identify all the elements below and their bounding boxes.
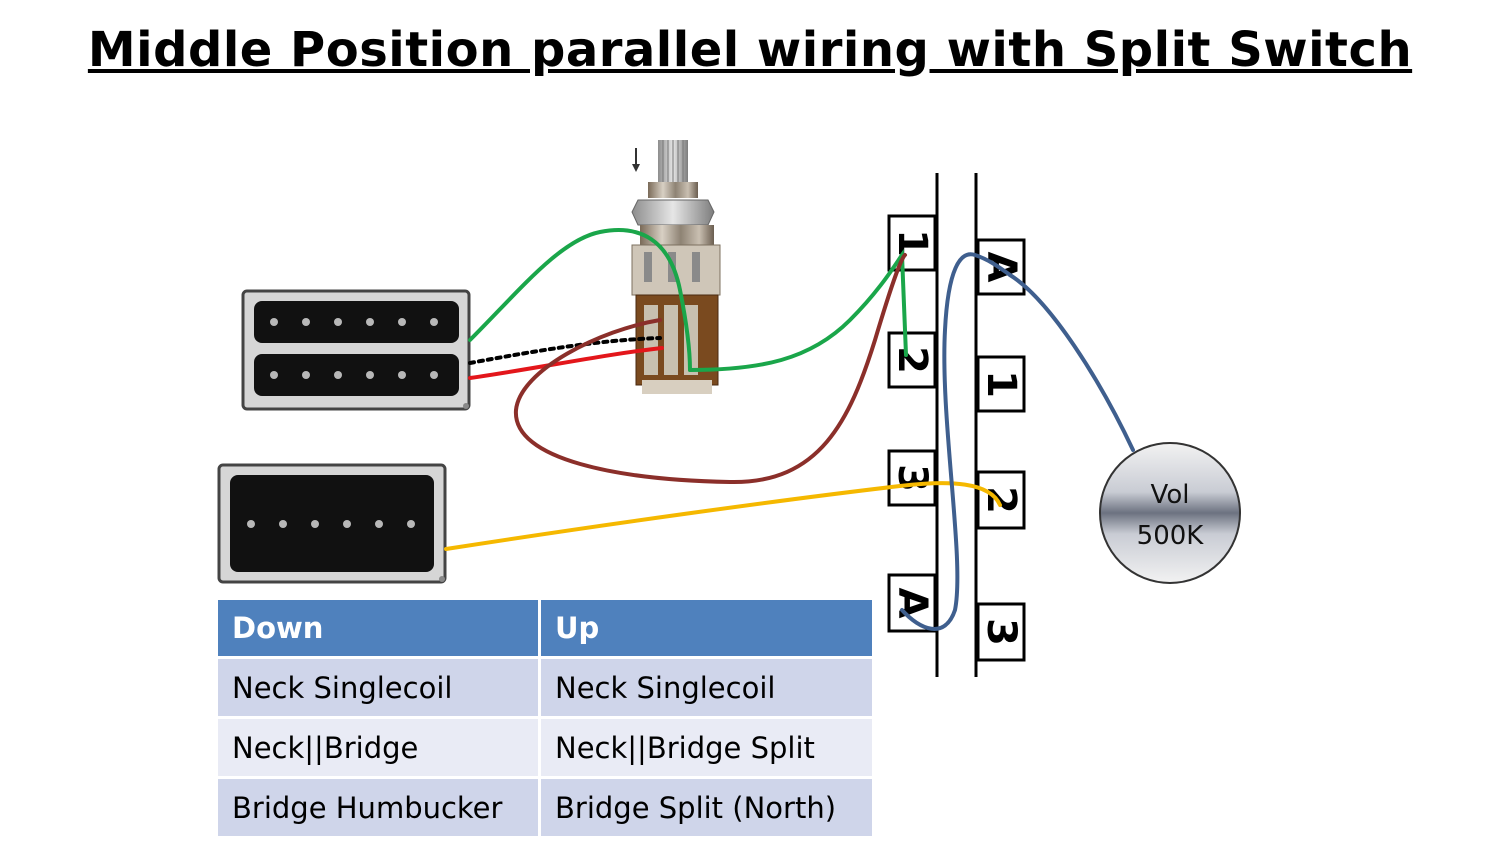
wire-green-switch [688,248,908,372]
table-cell: Bridge Humbucker [218,779,541,839]
switch-left-label-a: A [889,588,935,619]
singlecoil-pickup [217,463,447,584]
switch-terminals-left [887,214,937,633]
wire-red [468,346,664,380]
table-cell: Neck||Bridge Split [541,719,872,779]
table-cell: Neck Singlecoil [541,659,872,719]
page-title: Middle Position parallel wiring with Spl… [87,22,1413,78]
volume-pot-label-line1: Vol [1151,480,1190,510]
switch-terminals-right [976,238,1026,662]
table-row: Neck Singlecoil Neck Singlecoil [218,659,872,719]
switch-positions-table: Down Up Neck Singlecoil Neck Singlecoil … [218,600,872,839]
humbucker-pickup [241,289,471,411]
push-pull-pot [631,140,721,394]
table-header-row: Down Up [218,600,872,659]
table-row: Neck||Bridge Neck||Bridge Split [218,719,872,779]
volume-pot-label-line2: 500K [1137,521,1205,551]
wire-brown [513,253,907,485]
volume-pot: Vol 500K [1099,442,1241,584]
wire-yellow [444,481,1002,551]
switch-left-label-1: 1 [889,229,935,257]
switch-right-label-1: 1 [978,370,1024,398]
wire-blue-volume [1008,273,1135,452]
wire-green-humbucker [468,228,692,372]
table-cell: Neck Singlecoil [218,659,541,719]
wire-black-dotted [468,336,662,365]
wire-blue-loop [900,252,1012,631]
switch-left-label-2: 2 [889,346,935,374]
table-cell: Neck||Bridge [218,719,541,779]
table-header-down: Down [218,600,541,659]
table-cell: Bridge Split (North) [541,779,872,839]
table-row: Bridge Humbucker Bridge Split (North) [218,779,872,839]
table-header-up: Up [541,600,872,659]
switch-right-label-3: 3 [978,618,1024,646]
